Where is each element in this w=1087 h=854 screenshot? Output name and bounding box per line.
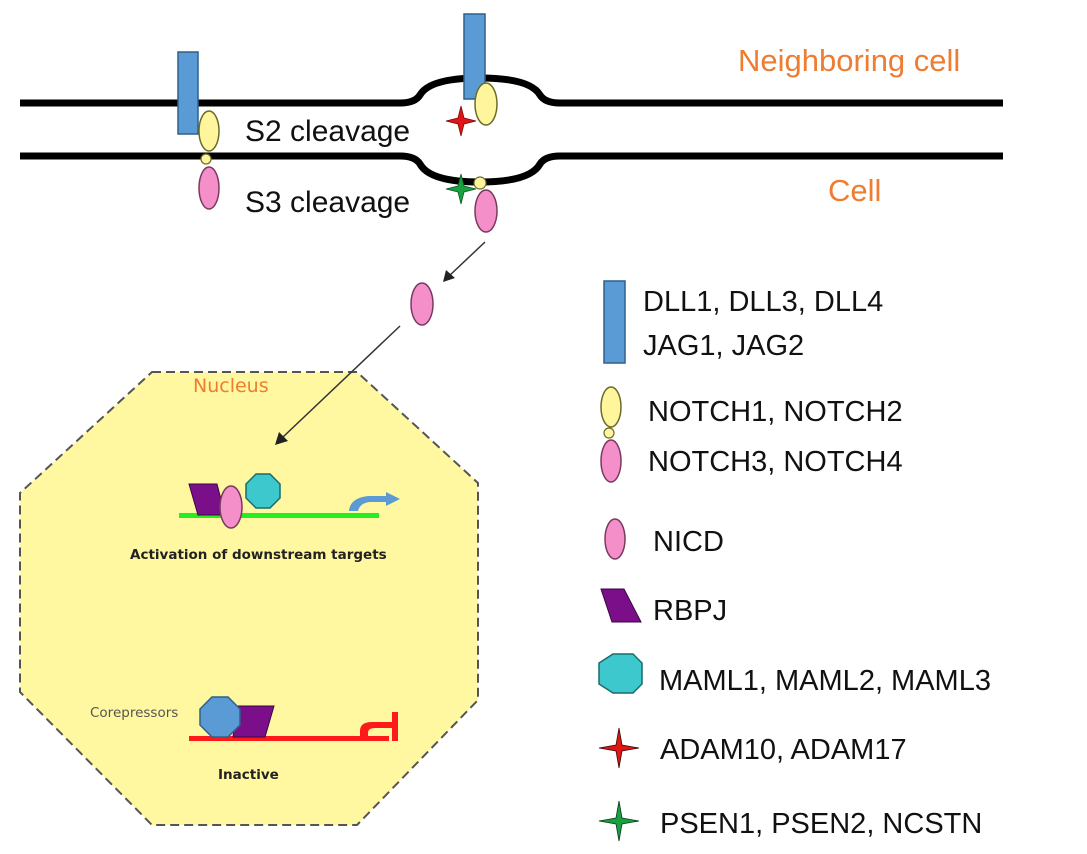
legend-item-nicd: NICD: [604, 518, 724, 560]
legend-item-psen: PSEN1, PSEN2, NCSTN: [598, 800, 982, 842]
maml-octagon-icon: [598, 653, 643, 694]
ligand-right: [463, 13, 486, 100]
legend-label-ligands-2: JAG1, JAG2: [643, 330, 804, 362]
notch-extracellular-right: [474, 82, 498, 126]
legend-label-nicd: NICD: [653, 526, 724, 558]
repression-symbol-icon: [360, 712, 398, 741]
notch-intracellular-right: [474, 189, 498, 233]
nucleus-label: Nucleus: [193, 375, 269, 397]
legend-label-maml: MAML1, MAML2, MAML3: [659, 665, 991, 697]
corepressor-bound: [199, 696, 241, 738]
ligand-rectangle-icon: [603, 280, 626, 364]
s2-cleavage-label: S2 cleavage: [245, 115, 410, 148]
legend-label-notch34: NOTCH3, NOTCH4: [648, 446, 903, 478]
legend-label-rbpj: RBPJ: [653, 595, 727, 627]
notch-receptor-yellow-icon: [600, 386, 622, 428]
s3-cleavage-star-icon: [445, 173, 477, 205]
nicd-ellipse-icon: [604, 518, 626, 560]
nucleus-region: [19, 371, 479, 826]
notch-linker-right: [473, 176, 487, 190]
ligand-left: [177, 51, 199, 135]
active-complex: [179, 473, 400, 529]
nicd-free: [410, 282, 434, 326]
legend-item-ligands: DLL1, DLL3, DLL4 JAG1, JAG2: [603, 280, 883, 364]
active-dna-strand: [179, 513, 379, 518]
s2-cleavage-star-icon: [445, 105, 477, 137]
release-arrow: [443, 241, 486, 282]
inactive-complex: [189, 696, 398, 741]
legend-item-adam: ADAM10, ADAM17: [598, 727, 907, 769]
legend-label-adam: ADAM10, ADAM17: [660, 734, 907, 766]
inactive-dna-strand: [189, 736, 389, 741]
notch-receptor-pink-icon: [600, 439, 622, 483]
legend-label-ligands-1: DLL1, DLL3, DLL4: [643, 286, 883, 318]
nicd-bound: [219, 485, 243, 529]
neighboring-cell-membrane: [20, 74, 1003, 107]
legend-item-notch34: NOTCH3, NOTCH4: [600, 439, 903, 483]
legend-item-maml: MAML1, MAML2, MAML3: [598, 653, 991, 697]
legend-label-psen: PSEN1, PSEN2, NCSTN: [660, 808, 982, 840]
cell-label: Cell: [828, 173, 881, 208]
psen-star-green-icon: [598, 800, 640, 842]
adam-star-red-icon: [598, 727, 640, 769]
notch-linker-left: [200, 153, 212, 165]
transcription-arrow-icon: [349, 492, 400, 511]
legend-item-notch12: NOTCH1, NOTCH2: [600, 386, 903, 439]
maml-bound: [245, 473, 281, 509]
activation-label: Activation of downstream targets: [130, 547, 387, 563]
corepressors-label: Corepressors: [90, 705, 178, 721]
notch-linker-icon: [603, 427, 615, 439]
legend: DLL1, DLL3, DLL4 JAG1, JAG2 NOTCH1, NOTC…: [598, 280, 991, 842]
rbpj-parallelogram-icon: [600, 588, 642, 623]
translocation-arrow: [275, 325, 401, 445]
legend-item-rbpj: RBPJ: [600, 588, 727, 627]
notch-extracellular-left: [198, 110, 220, 152]
inactive-label: Inactive: [218, 767, 279, 783]
neighboring-cell-label: Neighboring cell: [738, 43, 960, 78]
s3-cleavage-label: S3 cleavage: [245, 186, 410, 219]
legend-label-notch12: NOTCH1, NOTCH2: [648, 396, 903, 428]
notch-intracellular-left: [198, 166, 220, 210]
